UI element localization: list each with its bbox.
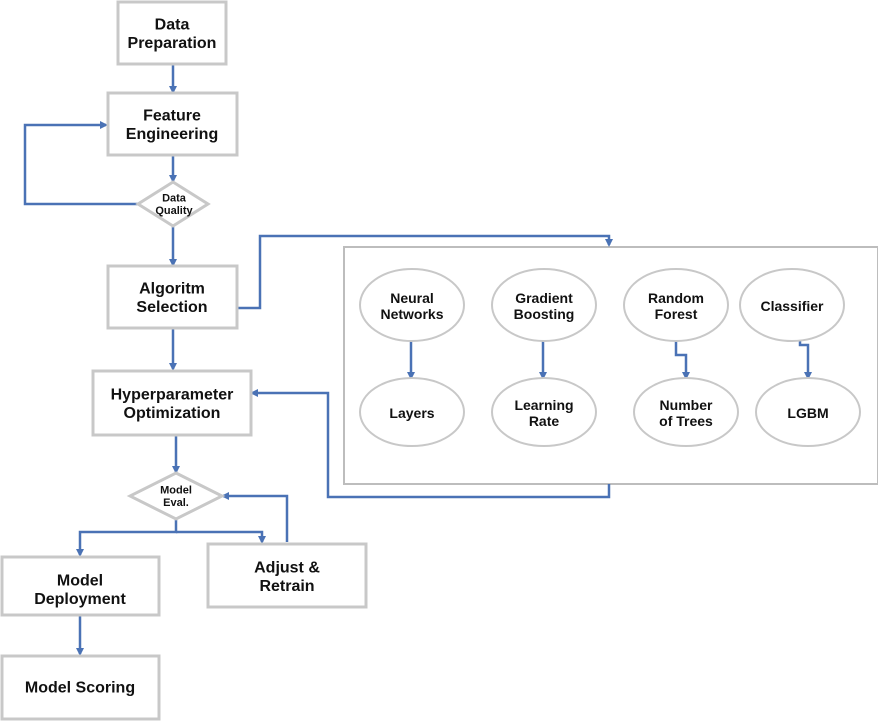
label-line: Preparation: [128, 35, 217, 52]
option-label: Classifier: [760, 298, 824, 314]
edge-classifier-to-lgbm: [798, 341, 812, 380]
label-line: Hyperparameter: [111, 386, 234, 403]
label-line: Rate: [529, 413, 560, 429]
label-line: Eval.: [163, 497, 189, 509]
node-label: Model Scoring: [25, 680, 135, 697]
label-line: Selection: [136, 299, 207, 316]
label-line: Engineering: [126, 126, 218, 143]
option-classifier: Classifier: [739, 268, 845, 342]
edge-quality-loop-back: [23, 121, 138, 206]
edge-eval-to-adjust: [176, 530, 266, 544]
edge-selection-to-options: [237, 234, 613, 310]
edge-forest-to-trees: [674, 341, 690, 380]
edge-options-to-hyperparameter: [250, 389, 611, 499]
label-line: Data: [162, 193, 187, 205]
label-line: Algoritm: [139, 280, 205, 297]
label-line: Data: [155, 16, 190, 33]
label-line: Boosting: [514, 306, 575, 322]
label-line: LGBM: [787, 405, 828, 421]
label-line: Forest: [655, 306, 698, 322]
label-line: Layers: [389, 405, 434, 421]
label-line: Model: [57, 572, 103, 589]
label-line: Number: [660, 397, 713, 413]
label-line: Quality: [155, 205, 193, 217]
node-model-scoring: Model Scoring: [0, 654, 161, 721]
option-layers: Layers: [359, 377, 465, 447]
label-line: Retrain: [259, 578, 314, 595]
label-line: Networks: [380, 306, 443, 322]
node-label: Adjust & Retrain: [254, 559, 320, 594]
label-line: Gradient: [515, 290, 573, 306]
node-adjust-retrain: Adjust & Retrain: [206, 542, 368, 609]
label-line: Random: [648, 290, 704, 306]
option-label: LGBM: [787, 405, 828, 421]
option-label: Layers: [389, 405, 434, 421]
label-line: Adjust &: [254, 559, 320, 576]
label-line: Model: [160, 485, 192, 497]
edge-eval-to-deployment: [76, 518, 178, 557]
label-line: Optimization: [124, 405, 221, 422]
label-line: Learning: [514, 397, 573, 413]
label-line: Model Scoring: [25, 680, 135, 697]
option-lgbm: LGBM: [755, 377, 861, 447]
label-line: of Trees: [659, 413, 713, 429]
label-line: Neural: [390, 290, 434, 306]
label-line: Feature: [143, 107, 201, 124]
label-line: Deployment: [34, 591, 126, 608]
edge-adjust-to-eval: [221, 492, 289, 542]
label-line: Classifier: [760, 298, 824, 314]
connectors: [23, 65, 812, 656]
